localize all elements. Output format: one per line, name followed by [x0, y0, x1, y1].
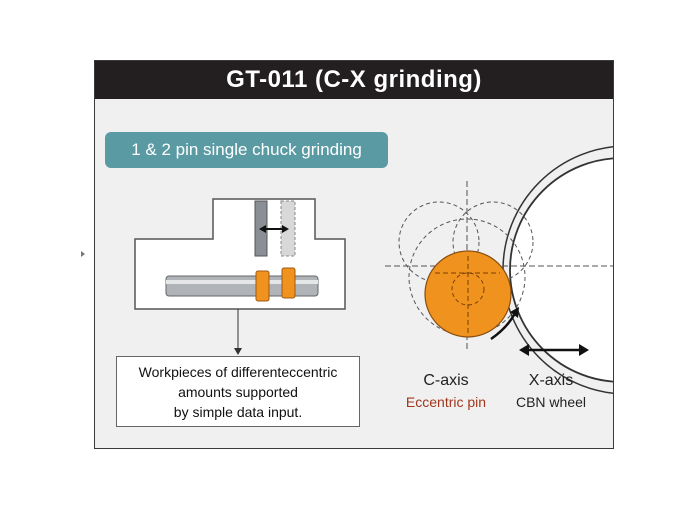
pin-1 [255, 270, 270, 302]
c-axis-label: C-axis [423, 372, 469, 389]
left-arrow-mark [81, 251, 85, 257]
note-box: Workpieces of differenteccentric amounts… [116, 356, 360, 427]
subtitle-label: 1 & 2 pin single chuck grinding [105, 132, 388, 168]
x-axis-sub: CBN wheel [515, 394, 587, 410]
orbit-circle-3 [452, 201, 534, 283]
x-axis-label: X-axis [528, 372, 574, 389]
cbn-wheel [509, 157, 613, 383]
c-axis-sub: Eccentric pin [405, 394, 487, 410]
diagram-frame: GT-011 (C-X grinding) 1 & 2 pin single c… [94, 60, 614, 449]
pin-2 [281, 267, 296, 299]
note-line-3: by simple data input. [173, 403, 303, 420]
diagram-graphics [134, 146, 613, 394]
rotation-arrow [490, 312, 517, 341]
diagram-title: GT-011 (C-X grinding) [95, 61, 613, 99]
note-line-2: amounts supported [178, 383, 298, 400]
orbit-circle-2 [408, 218, 526, 336]
orbit-circle-1 [398, 201, 480, 283]
note-line-1: Workpieces of differenteccentric [138, 363, 338, 380]
